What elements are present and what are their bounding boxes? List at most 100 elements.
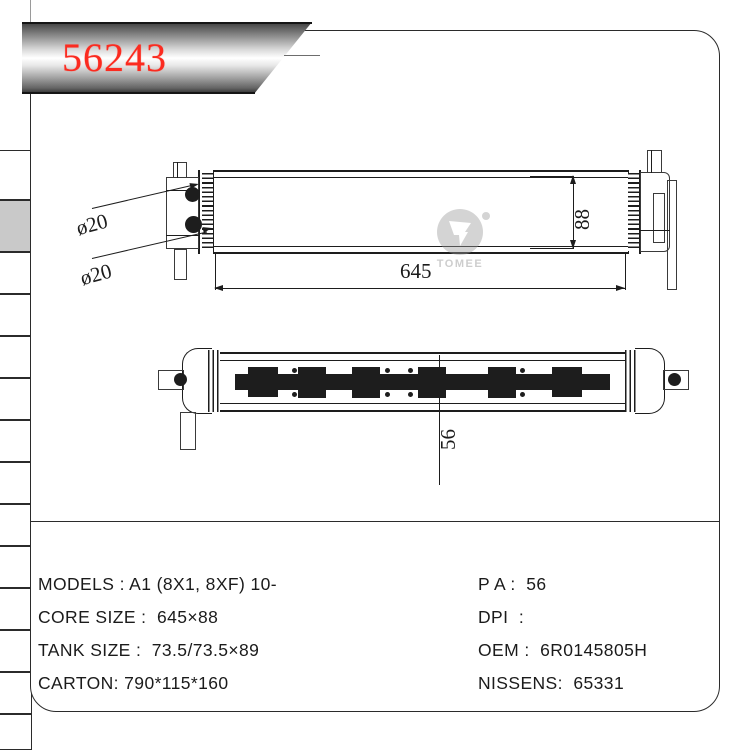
plan-left-endplate — [208, 350, 220, 412]
plan-block-3b — [352, 384, 380, 398]
inlet-port-upper — [185, 187, 200, 202]
frame-divider — [31, 521, 719, 522]
plan-block-5a — [488, 367, 516, 381]
tomee-logo-icon — [437, 209, 490, 255]
spec-oem: OEM : 6R0145805H — [478, 640, 648, 660]
index-tab-7[interactable] — [0, 462, 32, 504]
left-tank-foot — [174, 249, 187, 280]
left-tank-line-b — [166, 235, 199, 237]
dim-88-line — [573, 176, 575, 248]
dim-645-ext-left — [215, 254, 217, 290]
right-tank-leg — [667, 180, 677, 290]
dim-88-label: 88 — [570, 209, 594, 230]
port-lower-label: ø20 — [77, 258, 115, 291]
plan-bolt-8 — [520, 392, 525, 397]
right-tank-line-a — [640, 230, 670, 232]
plan-bottom-edge — [220, 410, 625, 413]
outlet-port-lower — [185, 216, 202, 233]
spec-models: MODELS : A1 (8X1, 8XF) 10- — [38, 574, 277, 594]
index-tab-8[interactable] — [0, 504, 32, 546]
left-tank-neck-line — [177, 162, 179, 178]
core-top-inner — [213, 177, 628, 179]
dim-56-label: 56 — [436, 429, 460, 450]
plan-right-endplate — [625, 350, 637, 412]
dim-645-arrow-left — [214, 285, 223, 291]
right-tank-neck — [647, 150, 662, 173]
left-tank-line-a — [166, 190, 199, 192]
index-tab-1[interactable] — [0, 200, 32, 252]
plan-left-leg — [180, 412, 196, 450]
banner-top-edge — [22, 22, 312, 24]
dim-88-ext-bottom — [530, 248, 574, 250]
index-tab-5[interactable] — [0, 378, 32, 420]
right-tank-neck-line — [651, 150, 653, 173]
plan-bolt-7 — [520, 368, 525, 373]
spec-column-right: P A : 56 DPI : OEM : 6R0145805H NISSENS:… — [478, 568, 647, 700]
dim-645-ext-right — [625, 254, 627, 290]
technical-drawing: ø20 ø20 88 645 TOMEE — [30, 30, 720, 521]
spec-core-size: CORE SIZE : 645×88 — [38, 607, 219, 627]
core-bottom-inner — [213, 246, 628, 248]
plan-block-6 — [552, 367, 582, 397]
spec-pa: P A : 56 — [478, 574, 547, 594]
dim-88-arrow-bottom — [570, 240, 576, 249]
plan-block-2a — [298, 367, 326, 381]
index-tab-11[interactable] — [0, 630, 32, 672]
plan-block-5b — [488, 384, 516, 398]
brand-watermark: TOMEE — [402, 208, 518, 276]
plan-bottom-inner — [220, 403, 625, 405]
dim-645-label: 645 — [400, 259, 432, 283]
plan-bolt-2 — [292, 392, 297, 397]
plan-right-boss — [663, 370, 689, 390]
part-code-label: 56243 — [62, 35, 167, 80]
core-left-edge — [213, 170, 215, 254]
dim-645-line — [215, 288, 625, 290]
banner-plate — [22, 22, 312, 94]
dim-88-ext-top — [530, 176, 574, 178]
dim-645-arrow-right — [616, 285, 625, 291]
plan-block-2b — [298, 384, 326, 398]
spec-dpi: DPI : — [478, 607, 525, 627]
left-header-plate — [198, 170, 201, 254]
index-tab-6[interactable] — [0, 420, 32, 462]
plan-bolt-4 — [385, 392, 390, 397]
plan-bolt-1 — [292, 368, 297, 373]
dim-56-line — [439, 355, 441, 485]
part-code-banner: 56243 — [22, 22, 320, 94]
plan-top-edge — [220, 352, 625, 355]
plan-bolt-6 — [408, 392, 413, 397]
index-tab-10[interactable] — [0, 588, 32, 630]
plan-left-port — [174, 373, 187, 386]
index-tab-12[interactable] — [0, 672, 32, 714]
dim-88-arrow-top — [570, 175, 576, 184]
plan-bolt-5 — [408, 368, 413, 373]
plan-top-inner — [220, 360, 625, 362]
plan-right-cap — [635, 348, 665, 414]
right-header-fins — [628, 173, 639, 251]
spec-column-left: MODELS : A1 (8X1, 8XF) 10- CORE SIZE : 6… — [38, 568, 277, 700]
index-tab-rail — [0, 0, 32, 750]
plan-block-1 — [248, 367, 278, 397]
index-tab-0[interactable] — [0, 150, 32, 200]
spec-tank-size: TANK SIZE : 73.5/73.5×89 — [38, 640, 260, 660]
index-tab-13[interactable] — [0, 714, 32, 750]
banner-bottom-edge — [22, 92, 255, 94]
plan-block-3a — [352, 367, 380, 381]
spec-carton: CARTON: 790*115*160 — [38, 673, 229, 693]
index-tab-2[interactable] — [0, 252, 32, 294]
plan-block-4a — [418, 367, 446, 381]
core-top-edge — [213, 170, 628, 173]
left-tank-neck — [173, 162, 187, 178]
right-tank-bracket — [653, 193, 665, 243]
index-tab-4[interactable] — [0, 336, 32, 378]
plan-right-port — [668, 373, 681, 386]
spec-nissens: NISSENS: 65331 — [478, 673, 625, 693]
core-bottom-edge — [213, 252, 628, 255]
plan-block-4b — [418, 384, 446, 398]
left-header-fins — [202, 173, 213, 251]
plan-bolt-3 — [385, 368, 390, 373]
index-tab-9[interactable] — [0, 546, 32, 588]
port-upper-label: ø20 — [73, 208, 111, 241]
index-tab-3[interactable] — [0, 294, 32, 336]
brand-watermark-text: TOMEE — [436, 258, 484, 270]
